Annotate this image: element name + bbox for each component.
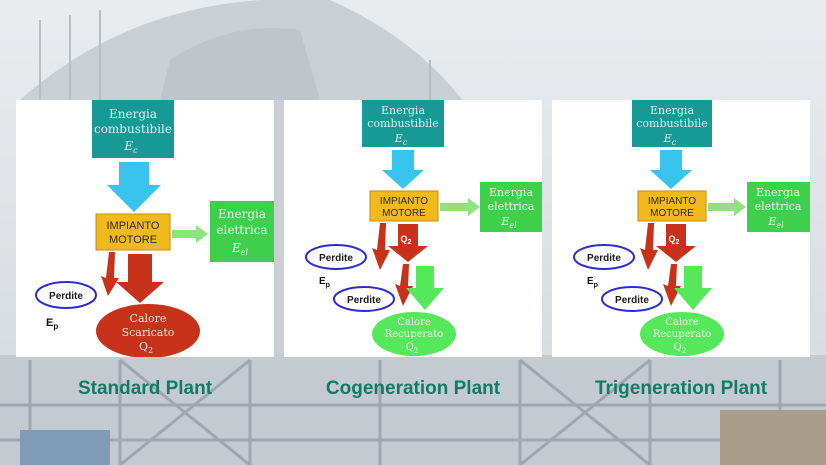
electric-energy-box: Energia elettrica Eel <box>747 182 810 232</box>
engine-box: IMPIANTO MOTORE <box>637 190 707 222</box>
standard-plant-caption: Standard Plant <box>77 378 213 399</box>
exhaust-heat-ellipse: Calore Scaricato Q2 <box>96 304 200 357</box>
svg-text:Scaricato: Scaricato <box>122 326 175 339</box>
losses-arrow-secondary <box>395 264 413 306</box>
svg-text:Q2: Q2 <box>139 340 153 355</box>
losses-arrow-primary <box>640 223 658 270</box>
svg-text:Energia: Energia <box>756 186 800 199</box>
svg-text:Q2: Q2 <box>406 342 419 355</box>
engine-box: IMPIANTO MOTORE <box>369 190 439 222</box>
svg-text:Perdite: Perdite <box>319 253 353 264</box>
recovered-heat-ellipse: Calore Recuperato Q2 <box>372 312 456 356</box>
fuel-input-arrow <box>107 162 161 212</box>
svg-text:Calore: Calore <box>665 317 699 328</box>
svg-text:combustibile: combustibile <box>636 117 708 130</box>
standard-plant-diagram: Energia combustibile Ec IMPIANTO MOTORE … <box>16 100 274 357</box>
losses-ellipse-secondary: Perdite <box>601 286 663 312</box>
svg-text:Recuperato: Recuperato <box>385 329 444 340</box>
svg-text:Energia: Energia <box>109 107 157 121</box>
trigeneration-plant-diagram: Energia combustibile Ec IMPIANTO MOTORE … <box>552 100 810 357</box>
svg-text:MOTORE: MOTORE <box>109 234 157 246</box>
losses-symbol: Ep <box>587 276 598 289</box>
losses-symbol: Ep <box>319 276 330 289</box>
electric-output-arrow <box>172 225 208 243</box>
svg-text:Eel: Eel <box>767 215 784 230</box>
svg-text:Eel: Eel <box>231 241 249 257</box>
recovered-heat-ellipse: Calore Recuperato Q2 <box>640 312 724 356</box>
svg-text:elettrica: elettrica <box>755 200 802 213</box>
svg-text:combustibile: combustibile <box>367 117 439 130</box>
cogeneration-plant-caption: Cogeneration Plant <box>325 378 501 399</box>
exhaust-heat-arrow <box>116 254 164 303</box>
fuel-energy-box: Energia combustibile Ec <box>92 100 174 158</box>
svg-text:Energia: Energia <box>650 104 694 117</box>
svg-text:IMPIANTO: IMPIANTO <box>380 196 428 207</box>
losses-arrow-primary <box>372 223 390 270</box>
recovered-heat-arrow <box>674 266 712 310</box>
electric-output-arrow <box>440 198 480 216</box>
svg-text:Q2: Q2 <box>674 342 687 355</box>
svg-text:Energia: Energia <box>489 186 533 199</box>
losses-ellipse-primary: Perdite <box>573 244 635 270</box>
fuel-input-arrow <box>382 150 424 189</box>
electric-energy-box: Energia elettrica Eel <box>210 201 274 262</box>
recovered-heat-arrow <box>406 266 444 310</box>
svg-text:elettrica: elettrica <box>488 200 535 213</box>
heat-flow-label: Q2 <box>669 234 680 246</box>
losses-ellipse-secondary: Perdite <box>333 286 395 312</box>
svg-text:Ec: Ec <box>663 132 677 147</box>
svg-text:Perdite: Perdite <box>587 253 621 264</box>
svg-text:MOTORE: MOTORE <box>650 208 694 219</box>
losses-arrow <box>101 252 119 296</box>
losses-ellipse: Perdite <box>35 281 97 309</box>
svg-text:Calore: Calore <box>130 312 167 325</box>
losses-ellipse-primary: Perdite <box>305 244 367 270</box>
engine-box: IMPIANTO MOTORE <box>95 213 171 251</box>
cogeneration-plant-diagram: Energia combustibile Ec IMPIANTO MOTORE … <box>284 100 542 357</box>
fuel-input-arrow <box>650 150 692 189</box>
svg-text:IMPIANTO: IMPIANTO <box>107 220 160 232</box>
svg-text:combustibile: combustibile <box>94 122 172 136</box>
svg-text:Ec: Ec <box>123 139 138 155</box>
losses-symbol: Ep <box>46 317 58 331</box>
heat-flow-label: Q2 <box>401 234 412 246</box>
heat-flow-arrow <box>656 224 696 262</box>
electric-output-arrow <box>708 198 746 216</box>
svg-text:Perdite: Perdite <box>347 295 381 306</box>
svg-text:MOTORE: MOTORE <box>382 208 426 219</box>
trigeneration-plant-caption: Trigeneration Plant <box>594 378 768 399</box>
fuel-energy-box: Energia combustibile Ec <box>632 100 712 147</box>
svg-text:Recuperato: Recuperato <box>653 329 712 340</box>
svg-text:Calore: Calore <box>397 317 431 328</box>
electric-energy-box: Energia elettrica Eel <box>480 182 542 232</box>
svg-text:Energia: Energia <box>381 104 425 117</box>
svg-text:elettrica: elettrica <box>216 223 267 237</box>
losses-arrow-secondary <box>663 264 681 306</box>
svg-text:Ec: Ec <box>394 132 408 147</box>
fuel-energy-box: Energia combustibile Ec <box>362 100 444 147</box>
svg-text:Energia: Energia <box>218 207 266 221</box>
svg-text:IMPIANTO: IMPIANTO <box>648 196 696 207</box>
heat-flow-arrow <box>388 224 428 262</box>
svg-text:Perdite: Perdite <box>615 295 649 306</box>
svg-text:Perdite: Perdite <box>49 291 83 302</box>
svg-text:Eel: Eel <box>500 215 517 230</box>
